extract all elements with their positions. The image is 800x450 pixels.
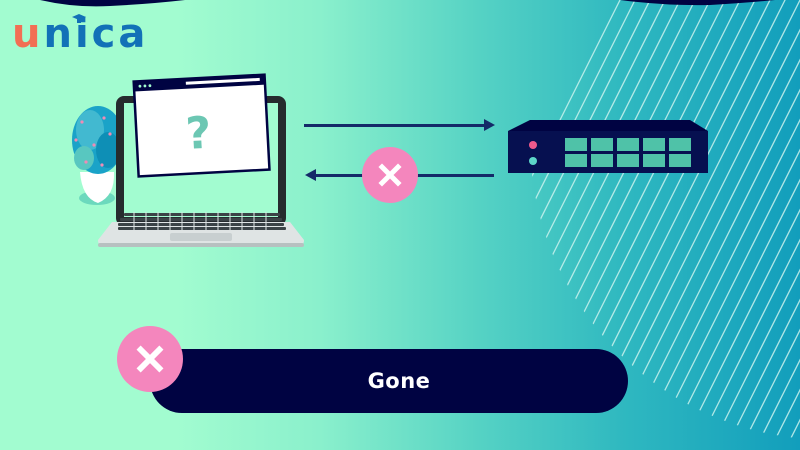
close-icon (378, 163, 402, 187)
status-banner: Gone (150, 349, 628, 413)
arrow-left-icon (305, 169, 316, 181)
graduation-cap-icon (72, 14, 86, 23)
logo-letter-u: u (12, 11, 44, 57)
logo-letters-nica: nica (43, 11, 149, 57)
network-switch-icon (508, 120, 708, 173)
arrow-right-icon (484, 119, 495, 131)
potted-plant-icon (72, 106, 124, 205)
status-label: Gone (367, 369, 431, 393)
request-arrow (304, 124, 488, 127)
blocked-response-badge (362, 147, 418, 203)
unica-logo: unica (12, 14, 148, 54)
question-mark-icon: ? (184, 108, 212, 160)
close-icon (136, 345, 164, 373)
status-error-badge (117, 326, 183, 392)
browser-window-icon: ? (132, 73, 271, 178)
